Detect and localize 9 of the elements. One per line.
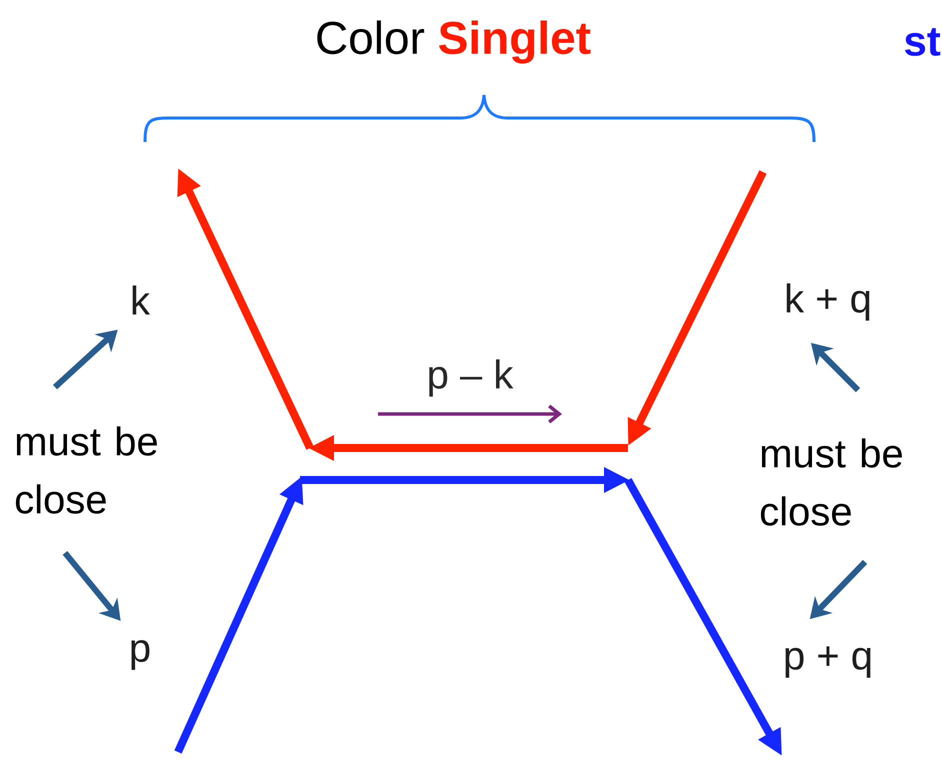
momentum-label: k bbox=[132, 286, 150, 314]
title: Color Singlet bbox=[317, 20, 590, 64]
momentum-label: p + q bbox=[786, 646, 870, 678]
momentum-label: p bbox=[131, 640, 150, 670]
momentum-label: k + q bbox=[786, 283, 870, 321]
cut-off-label: st bbox=[904, 28, 940, 56]
note-text: must be close bbox=[760, 438, 902, 526]
momentum-label: p – k bbox=[429, 359, 514, 397]
note-text: must be close bbox=[16, 426, 157, 514]
